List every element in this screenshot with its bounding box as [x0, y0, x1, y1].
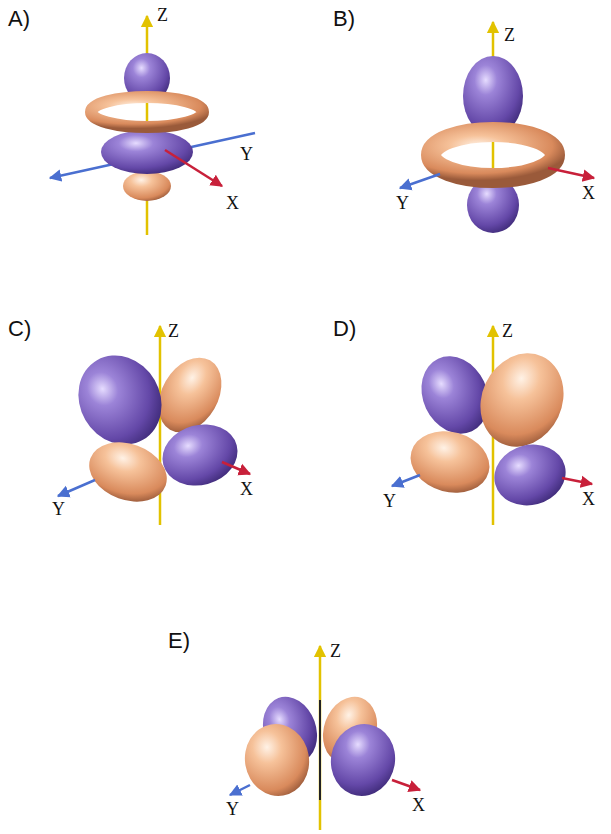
- axis-label: X: [412, 796, 425, 814]
- axis-label: X: [582, 184, 595, 202]
- orbital-c: [58, 326, 250, 525]
- panel-label: E): [168, 630, 190, 652]
- axis-label: Z: [168, 322, 179, 340]
- axis-label: X: [240, 480, 253, 498]
- panel-label: A): [8, 8, 30, 30]
- axis-label: Y: [240, 145, 253, 163]
- panel-label: B): [333, 8, 355, 30]
- orbital-d: [392, 326, 592, 525]
- orbital-b: [400, 22, 594, 233]
- axis-label: Y: [396, 194, 409, 212]
- axis-label: Z: [504, 26, 515, 44]
- panel-label: D): [333, 318, 356, 340]
- axis-label: Z: [330, 642, 341, 660]
- axis-label: X: [582, 490, 595, 508]
- axis-label: Y: [52, 500, 65, 518]
- orbital-e: [230, 646, 420, 830]
- orbital-a: [50, 16, 255, 235]
- axis-label: Z: [502, 322, 513, 340]
- axis-label: Z: [157, 6, 168, 24]
- axis-label: Y: [383, 492, 396, 510]
- panel-label: C): [8, 318, 31, 340]
- axis-label: Y: [226, 800, 239, 818]
- axis-label: X: [226, 194, 239, 212]
